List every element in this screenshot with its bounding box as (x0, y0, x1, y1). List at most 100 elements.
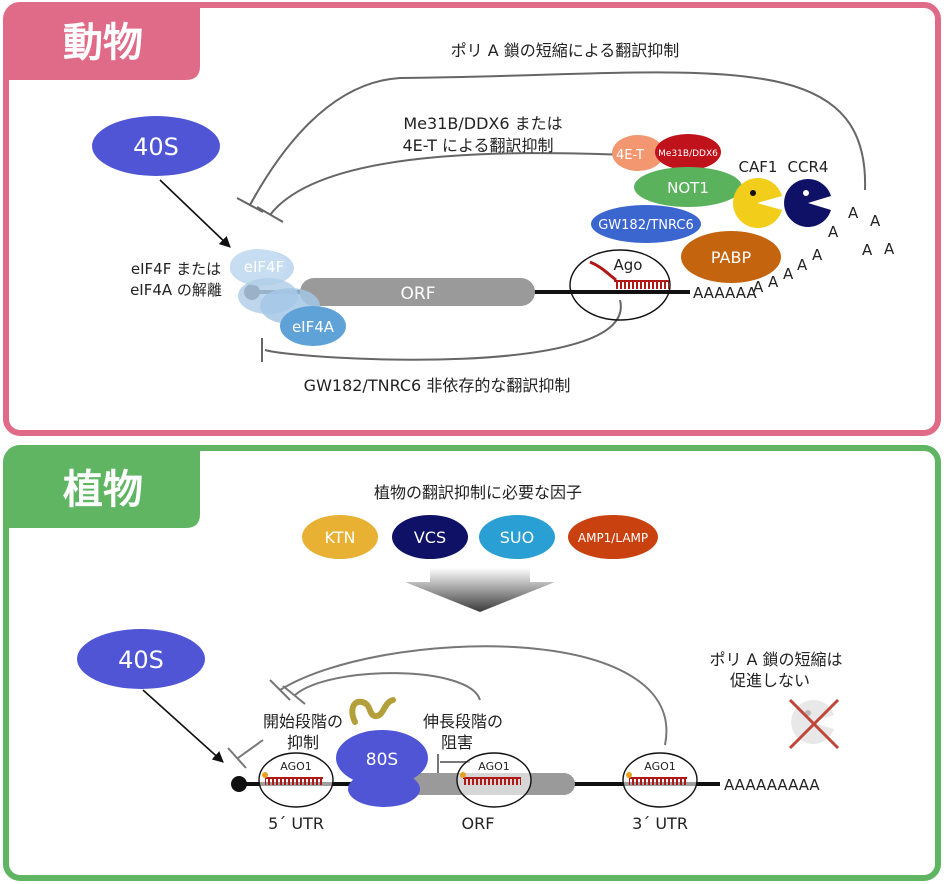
me31b-inhibition-arc (269, 152, 631, 216)
factor-suo-label: SUO (500, 528, 534, 547)
plant-polya: AAAAAAAAA (724, 776, 820, 794)
polya-inhibition-arc (249, 71, 867, 206)
caf1-eye (750, 190, 756, 196)
ago-mirna-ticks (614, 281, 669, 289)
ribosome-80s-label: 80S (366, 750, 398, 770)
eif-label-line1: eIF4F または (131, 260, 221, 278)
factor-pabp-label: PABP (711, 248, 752, 267)
animal-title-tab (6, 5, 200, 80)
animal-orf-bar (300, 278, 535, 306)
plant-orf-label: ORF (462, 814, 495, 833)
plant-orf-bar (282, 685, 306, 705)
factor-vcs-label: VCS (414, 528, 446, 547)
factor-ktn-label: KTN (325, 528, 356, 547)
nascent-peptide (349, 697, 396, 725)
gw182-indep-inhibition-arc (264, 299, 622, 361)
plant-init-bar (227, 747, 247, 769)
tail-a-10: A (884, 240, 895, 258)
plant-title: 植物 (63, 467, 143, 513)
no-short-line2: 促進しない (730, 671, 810, 690)
plant-40s-ribosome (77, 629, 205, 689)
factor-amp1-label: AMP1/LAMP (578, 531, 648, 545)
down-arrow (405, 568, 555, 612)
factor-me31b-blob (655, 134, 721, 170)
factor-not1-blob (634, 167, 742, 207)
animal-40s-arrow (159, 179, 231, 248)
eif4f-label: eIF4F (244, 258, 284, 276)
init-label-line2: 抑制 (287, 733, 319, 752)
factor-caf1-shape (732, 178, 782, 228)
animal-polya: AAAAAA (693, 284, 757, 302)
utr5-label: 5´ UTR (268, 814, 324, 833)
tail-a-5: A (812, 246, 823, 264)
no-short-line1: ポリ A 鎖の短縮は (709, 650, 842, 669)
factor-pabp-blob (681, 231, 781, 283)
factor-caf1-label: CAF1 (739, 158, 778, 176)
tail-a-7: A (848, 204, 859, 222)
ribosome-80s-large (336, 730, 428, 786)
factor-ktn-blob (302, 515, 378, 559)
factor-ccr4-shape (784, 179, 831, 228)
plant-3utr-bar (269, 679, 291, 701)
factor-gw182-blob (591, 205, 701, 243)
tail-a-1: A (753, 278, 764, 296)
ago1-mirna-dot (262, 772, 268, 778)
factor-4et-blob (612, 135, 664, 171)
tail-a-2: A (768, 273, 779, 291)
ago1-mirna-dot (626, 772, 632, 778)
polya-inhibition-bar (236, 197, 264, 213)
tail-a-8: A (870, 212, 881, 230)
animal-orf-label: ORF (401, 284, 436, 304)
ago1-3utr: AGO1 (622, 752, 698, 808)
eif4a-label: eIF4A (292, 318, 335, 336)
animal-title: 動物 (63, 20, 143, 66)
cross-mark-b (788, 698, 840, 750)
ago1-mirna-ticks (463, 778, 521, 785)
plant-init-arc (237, 739, 264, 759)
eif4f-blob (230, 249, 286, 283)
plant-factors-label: 植物の翻訳抑制に必要な因子 (374, 483, 582, 502)
elong-label-line1: 伸長段階の (423, 712, 503, 731)
plant-40s-label: 40S (118, 646, 164, 674)
ago1-orf: AGO1 (456, 752, 532, 808)
init-label-line1: 開始段階の (263, 712, 343, 731)
ago1-mirna-dot (460, 772, 466, 778)
ago1-label: AGO1 (478, 760, 510, 773)
tail-a-4: A (797, 256, 808, 274)
tail-a-6: A (828, 223, 839, 241)
factor-gw182-label: GW182/TNRC6 (598, 218, 694, 233)
plant-40s-arrow (142, 689, 224, 763)
ago-circle (569, 249, 671, 321)
gw182-indep-label: GW182/TNRC6 非依存的な翻訳抑制 (304, 376, 571, 395)
ago-label: Ago (614, 256, 643, 274)
factor-not1-label: NOT1 (667, 179, 709, 197)
ago1-mirna-ticks (629, 778, 687, 785)
animal-40s-ribosome (92, 116, 220, 176)
tail-a-9: A (862, 241, 873, 259)
plant-panel-border (3, 445, 941, 881)
factor-4et-label: 4E-T (616, 148, 644, 163)
utr3-label: 3´ UTR (632, 814, 688, 833)
plant-orf-arc (294, 672, 481, 701)
factor-me31b-label: Me31B/DDX6 (658, 149, 718, 159)
ago1-label: AGO1 (644, 760, 676, 773)
animal-40s-label: 40S (133, 133, 179, 161)
polya-label: ポリ A 鎖の短縮による翻訳抑制 (451, 41, 680, 60)
tail-a-3: A (783, 265, 794, 283)
factor-ccr4-label: CCR4 (788, 158, 829, 176)
me31b-inhibition-bar (256, 206, 284, 223)
animal-panel: 動物 ポリ A 鎖の短縮による翻訳抑制 Me31B/DDX6 または 4E-T … (3, 2, 941, 436)
animal-panel-border (3, 2, 941, 436)
plant-5prime-cap (231, 776, 247, 792)
ccr4-eye (803, 190, 809, 196)
ago1-5utr: AGO1 (258, 752, 334, 808)
plant-3utr-arc (279, 645, 668, 746)
factor-amp1-blob (568, 515, 658, 559)
eif-label-line2: eIF4A の解離 (130, 281, 222, 299)
plant-panel: 植物 植物の翻訳抑制に必要な因子 KTN VCS SUO AMP1/LAMP 4… (3, 445, 941, 881)
elong-label-line2: 阻害 (441, 733, 473, 752)
factor-suo-blob (479, 515, 555, 559)
me31b-label-line1: Me31B/DDX6 または (403, 114, 562, 133)
me31b-label-line2: 4E-T による翻訳抑制 (403, 136, 554, 155)
